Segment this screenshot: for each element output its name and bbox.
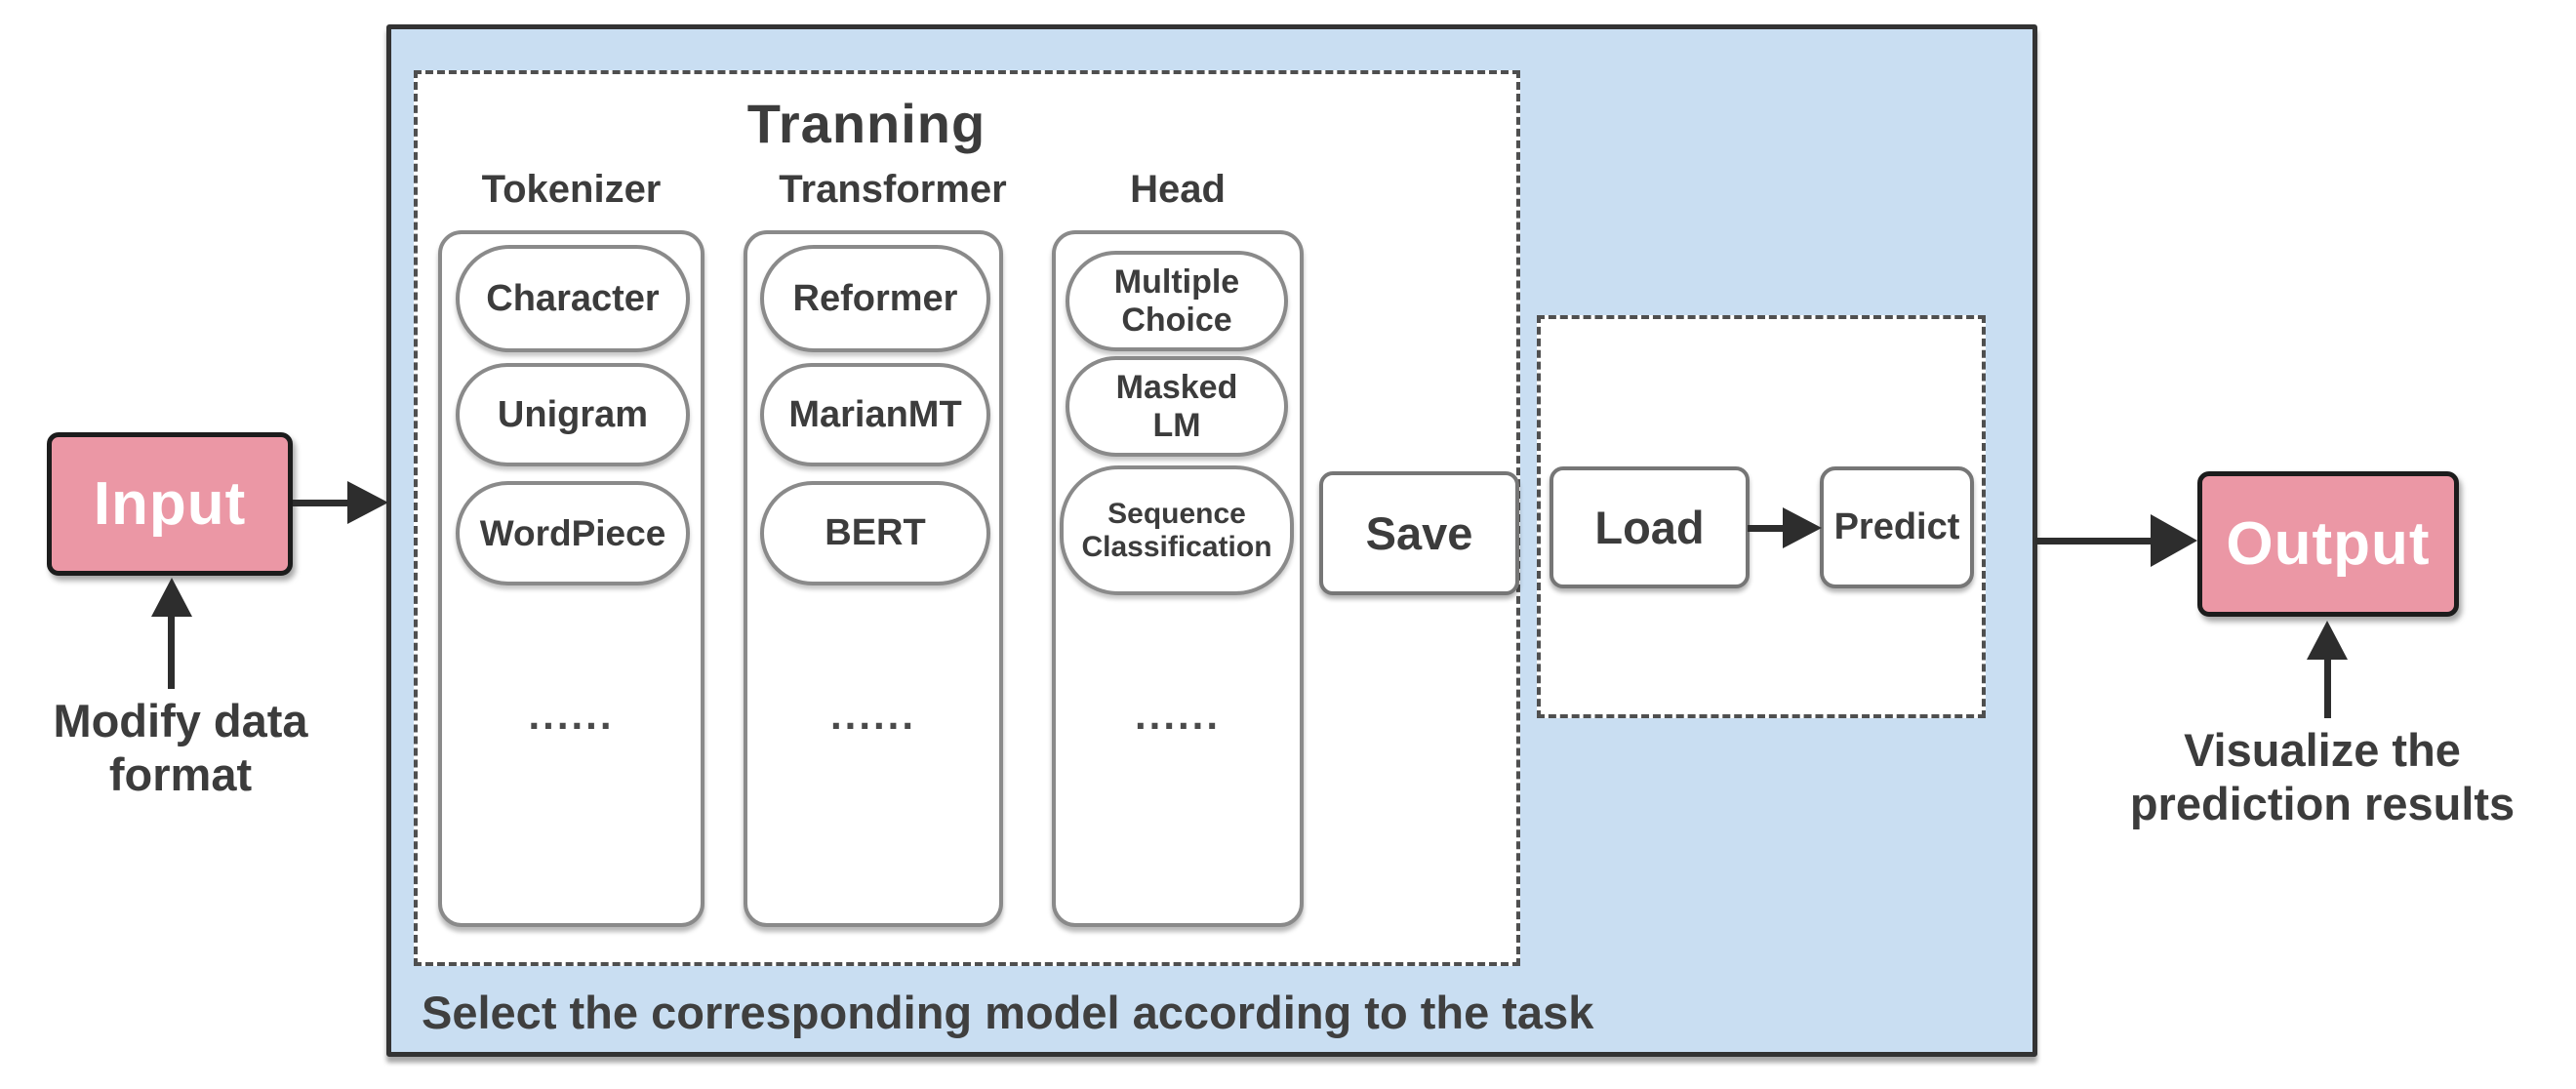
arrow-head-icon [2151,514,2197,567]
pill-label: BERT [825,512,926,554]
column-header-tokenizer: Tokenizer [481,167,662,211]
arrow-shaft [1748,525,1787,532]
head-option-masked-lm: Masked LM [1066,356,1288,457]
pill-label: Character [486,277,660,319]
head-ellipsis: ...... [1134,692,1221,738]
tokenizer-option-wordpiece: WordPiece [456,481,690,585]
input-annotation: Modify data format [0,695,361,802]
annotation-line: format [108,747,253,800]
tokenizer-option-character: Character [456,245,690,352]
annotation-line: prediction results [2129,777,2516,829]
pill-label: Multiple Choice [1113,263,1240,339]
panel-caption: Select the corresponding model according… [422,987,1594,1038]
input-node: Input [47,432,293,576]
arrow-head-icon [347,481,388,524]
transformer-option-reformer: Reformer [760,245,990,352]
arrow-head-icon [1783,507,1822,548]
transformer-ellipsis: ...... [829,692,916,738]
pill-label: Sequence Classification [1081,497,1272,563]
annotation-line: Modify data [53,695,308,746]
annotation-line: Visualize the [2184,724,2461,776]
predict-node: Predict [1820,466,1974,588]
head-option-multiple-choice: Multiple Choice [1066,251,1288,351]
column-header-transformer: Transformer [779,167,1007,211]
transformer-option-marianmt: MarianMT [760,363,990,466]
arrow-head-icon [2307,621,2348,660]
input-label: Input [93,470,247,538]
arrow-shaft [168,613,175,689]
arrow-shaft [2035,538,2154,544]
transformer-option-bert: BERT [760,481,990,585]
tokenizer-option-unigram: Unigram [456,363,690,466]
load-label: Load [1594,502,1705,553]
save-node: Save [1319,471,1519,595]
pill-label: MarianMT [788,393,962,435]
pill-label: WordPiece [479,512,666,553]
pill-label: Unigram [497,393,649,435]
tokenizer-ellipsis: ...... [528,692,615,738]
output-annotation: Visualize the prediction results [2069,724,2576,831]
predict-label: Predict [1833,506,1960,547]
head-option-sequence-classification: Sequence Classification [1060,465,1294,595]
training-title: Tranning [746,92,986,154]
pill-label: Masked LM [1115,369,1238,444]
pill-label: Reformer [792,277,958,319]
arrow-head-icon [151,578,192,617]
column-header-head: Head [1130,167,1226,211]
load-node: Load [1550,466,1750,588]
arrow-shaft [2324,656,2331,718]
save-label: Save [1365,507,1473,559]
arrow-shaft [293,500,351,506]
output-label: Output [2226,510,2431,578]
output-node: Output [2197,471,2459,617]
